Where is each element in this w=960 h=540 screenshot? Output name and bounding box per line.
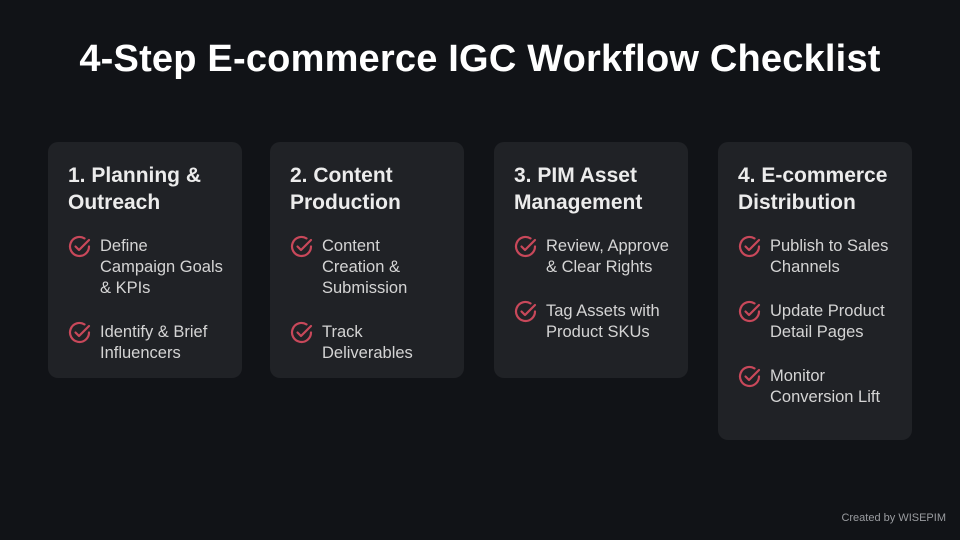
step-title: 4. E-commerce Distribution [738, 164, 888, 214]
checklist-item-label: Update Product Detail Pages [770, 302, 885, 341]
checklist-item-label: Monitor Conversion Lift [770, 367, 881, 406]
check-circle-icon [514, 300, 537, 323]
checklist-item-label: Identify & Brief Influencers [100, 323, 208, 362]
checklist-item: Track Deliverables [290, 321, 446, 364]
checklist-item: Monitor Conversion Lift [738, 365, 894, 408]
step-card-planning: 1. Planning & Outreach Define Campaign G… [48, 142, 242, 378]
checklist-item: Tag Assets with Product SKUs [514, 300, 670, 343]
checklist-item: Content Creation & Submission [290, 235, 446, 299]
step-title: 3. PIM Asset Management [514, 164, 643, 214]
checklist-item: Publish to Sales Channels [738, 235, 894, 278]
check-circle-icon [68, 321, 91, 344]
checklist-item: Define Campaign Goals & KPIs [68, 235, 224, 299]
step-title: 1. Planning & Outreach [68, 164, 202, 214]
step-card-content-production: 2. Content Production Content Creation &… [270, 142, 464, 378]
page-title: 4-Step E-commerce IGC Workflow Checklist [79, 38, 881, 80]
checklist-item: Identify & Brief Influencers [68, 321, 224, 364]
check-circle-icon [738, 235, 761, 258]
check-circle-icon [738, 365, 761, 388]
check-circle-icon [68, 235, 91, 258]
checklist-item-label: Publish to Sales Channels [770, 237, 889, 276]
checklist-item-label: Tag Assets with Product SKUs [546, 302, 660, 341]
check-circle-icon [290, 235, 313, 258]
step-card-ecommerce-distribution: 4. E-commerce Distribution Publish to Sa… [718, 142, 912, 440]
checklist-item-label: Review, Approve & Clear Rights [546, 237, 669, 276]
checklist-item-label: Track Deliverables [322, 323, 413, 362]
step-card-pim-asset-management: 3. PIM Asset Management Review, Approve … [494, 142, 688, 378]
footer-credit: Created by WISEPIM [841, 512, 946, 524]
step-title: 2. Content Production [290, 164, 401, 214]
check-circle-icon [290, 321, 313, 344]
checklist-item-label: Content Creation & Submission [322, 237, 408, 297]
check-circle-icon [514, 235, 537, 258]
checklist-item: Update Product Detail Pages [738, 300, 894, 343]
check-circle-icon [738, 300, 761, 323]
checklist-item: Review, Approve & Clear Rights [514, 235, 670, 278]
checklist-item-label: Define Campaign Goals & KPIs [100, 237, 223, 297]
